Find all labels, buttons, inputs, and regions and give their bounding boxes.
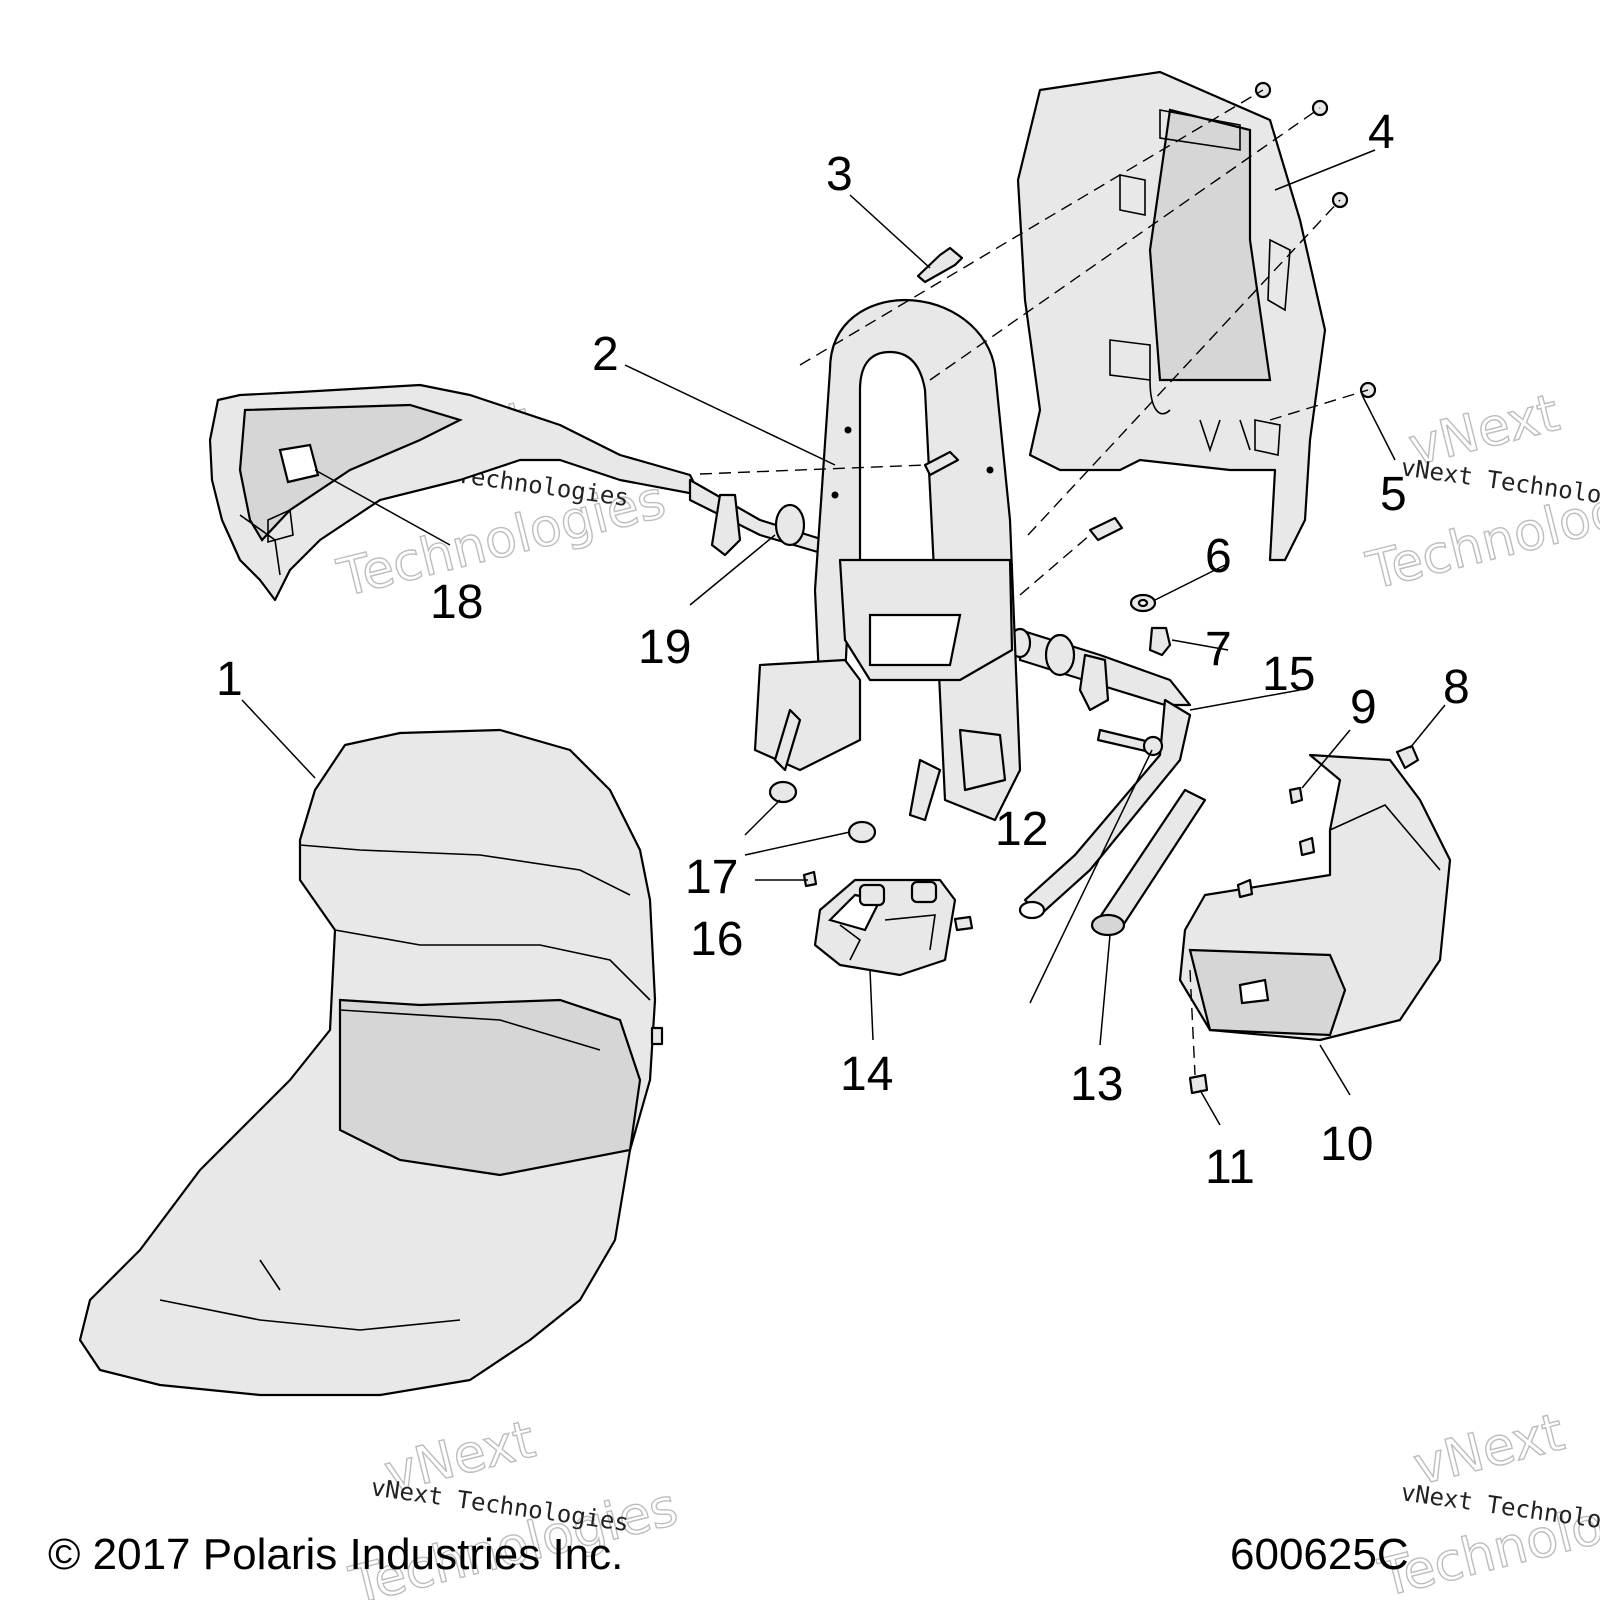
callout-2: 2	[592, 328, 619, 381]
callout-17: 17	[685, 851, 738, 904]
callout-16: 16	[690, 913, 743, 966]
callout-4: 4	[1368, 106, 1395, 159]
callout-13: 13	[1070, 1058, 1123, 1111]
part-latch	[813, 878, 957, 977]
callout-6: 6	[1205, 530, 1232, 583]
callout-8: 8	[1443, 661, 1470, 714]
callout-15: 15	[1262, 648, 1315, 701]
callout-19: 19	[638, 621, 691, 674]
assembly-dashed-lines	[699, 89, 1369, 1076]
callout-7: 7	[1205, 623, 1232, 676]
callout-9: 9	[1350, 681, 1377, 734]
copyright-notice: © 2017 Polaris Industries Inc.	[48, 1530, 624, 1579]
hardware-fasteners	[768, 81, 1420, 1095]
callout-11: 11	[1205, 1141, 1255, 1194]
part-rear-cover	[1178, 753, 1452, 1042]
part-backrest-frame	[753, 298, 1022, 822]
callout-18: 18	[430, 576, 483, 629]
drawing-number: 600625C	[1230, 1530, 1409, 1579]
callout-5: 5	[1380, 468, 1407, 521]
part-grab-tube	[1018, 698, 1192, 920]
callout-labels: 1 2 3 4 5 6 7 8 9 10 11 12 13 14 15 16 1…	[216, 106, 1470, 1194]
callout-10: 10	[1320, 1118, 1373, 1171]
callout-3: 3	[826, 148, 853, 201]
callout-1: 1	[216, 653, 243, 706]
callout-12: 12	[995, 803, 1048, 856]
part-seat	[78, 728, 664, 1397]
callout-14: 14	[840, 1048, 893, 1101]
part-backrest-shell	[1016, 70, 1327, 562]
part-left-side-panel	[208, 383, 702, 602]
part-tube-insert	[1090, 788, 1207, 937]
leader-lines	[241, 149, 1446, 1126]
bolt-3	[916, 246, 964, 284]
